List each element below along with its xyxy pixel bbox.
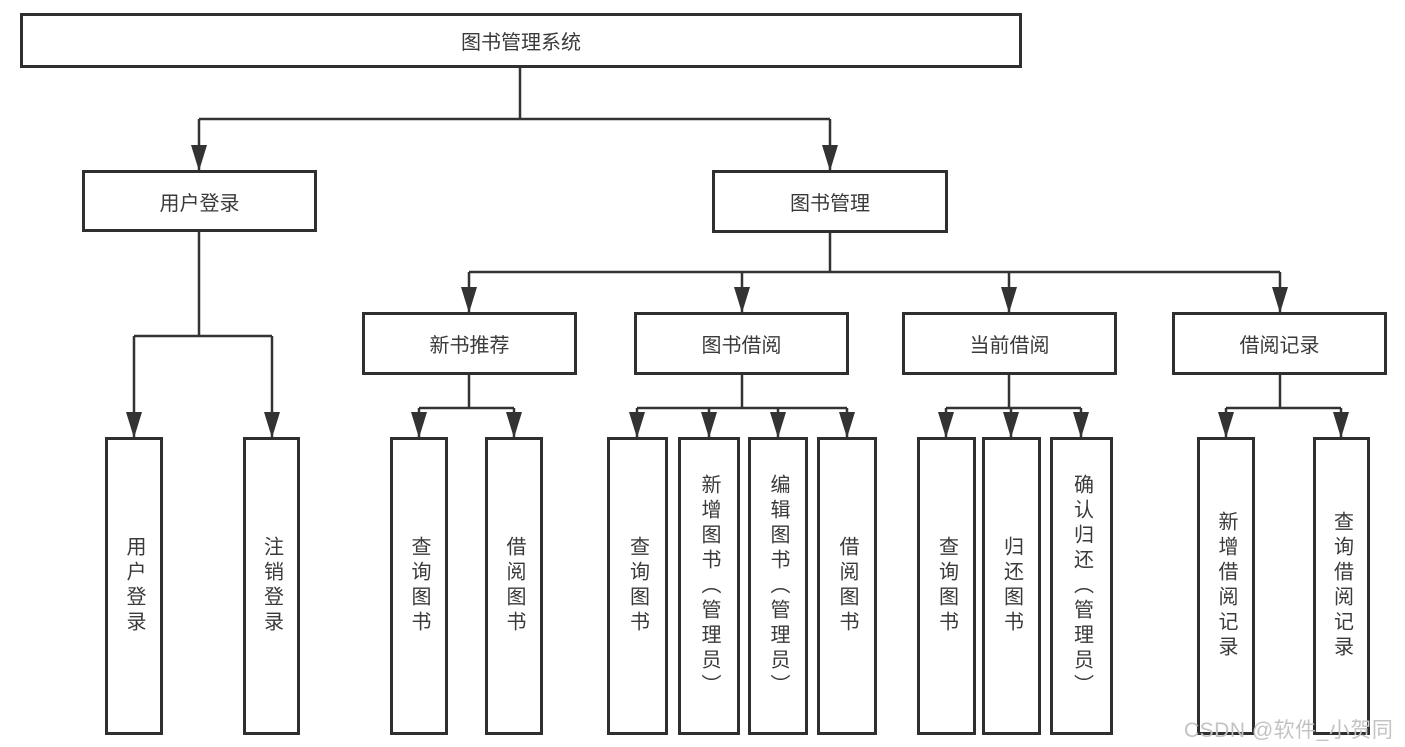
node-label: 查询借阅记录: [1330, 511, 1353, 661]
node-borrowing-records: 借阅记录: [1172, 312, 1387, 375]
node-label: 新增借阅记录: [1215, 511, 1237, 661]
leaf-confirm-return-admin: 确认归还（管理员）: [1050, 437, 1113, 735]
node-label: 借阅图书: [836, 536, 858, 636]
leaf-query-books-borrowing: 查询图书: [607, 437, 668, 735]
node-label: 图书管理系统: [461, 32, 581, 54]
node-label: 归还图书: [1000, 536, 1023, 636]
leaf-borrow-books-borrowing: 借阅图书: [817, 437, 877, 735]
node-label: 图书管理: [790, 193, 870, 215]
node-book-borrowing: 图书借阅: [634, 312, 849, 375]
node-label: 查询图书: [935, 536, 958, 636]
leaf-query-books-current: 查询图书: [917, 437, 976, 735]
leaf-return-books: 归还图书: [982, 437, 1041, 735]
node-label: 确认归还（管理员）: [1070, 473, 1093, 699]
node-label: 借阅图书: [503, 536, 525, 636]
node-user-login: 用户登录: [82, 170, 317, 232]
leaf-user-login: 用户登录: [105, 437, 163, 735]
node-new-book-recommendation: 新书推荐: [362, 312, 577, 375]
leaf-edit-books-admin: 编辑图书（管理员）: [748, 437, 808, 735]
leaf-query-borrow-record: 查询借阅记录: [1313, 437, 1370, 735]
leaf-add-books-admin: 新增图书（管理员）: [678, 437, 740, 735]
node-label: 当前借阅: [969, 335, 1050, 357]
node-label: 用户登录: [123, 536, 145, 636]
node-label: 用户登录: [159, 192, 240, 215]
leaf-borrow-books-recommend: 借阅图书: [485, 437, 543, 735]
node-label: 图书借阅: [701, 335, 782, 357]
node-label: 注销登录: [260, 536, 283, 636]
node-label: 新书推荐: [429, 335, 510, 357]
node-current-borrowing: 当前借阅: [902, 312, 1117, 375]
node-label: 查询图书: [626, 536, 649, 636]
csdn-watermark: CSDN @软件_小贺同学: [1184, 719, 1394, 742]
leaf-logout: 注销登录: [243, 437, 300, 735]
node-label: 查询图书: [408, 536, 430, 636]
node-book-management: 图书管理: [712, 170, 948, 233]
node-label: 新增图书（管理员）: [698, 473, 720, 699]
node-library-system: 图书管理系统: [20, 13, 1022, 68]
node-label: 编辑图书（管理员）: [767, 473, 789, 699]
leaf-add-borrow-record: 新增借阅记录: [1197, 437, 1255, 735]
leaf-query-books-recommend: 查询图书: [390, 437, 448, 735]
node-label: 借阅记录: [1239, 335, 1320, 357]
